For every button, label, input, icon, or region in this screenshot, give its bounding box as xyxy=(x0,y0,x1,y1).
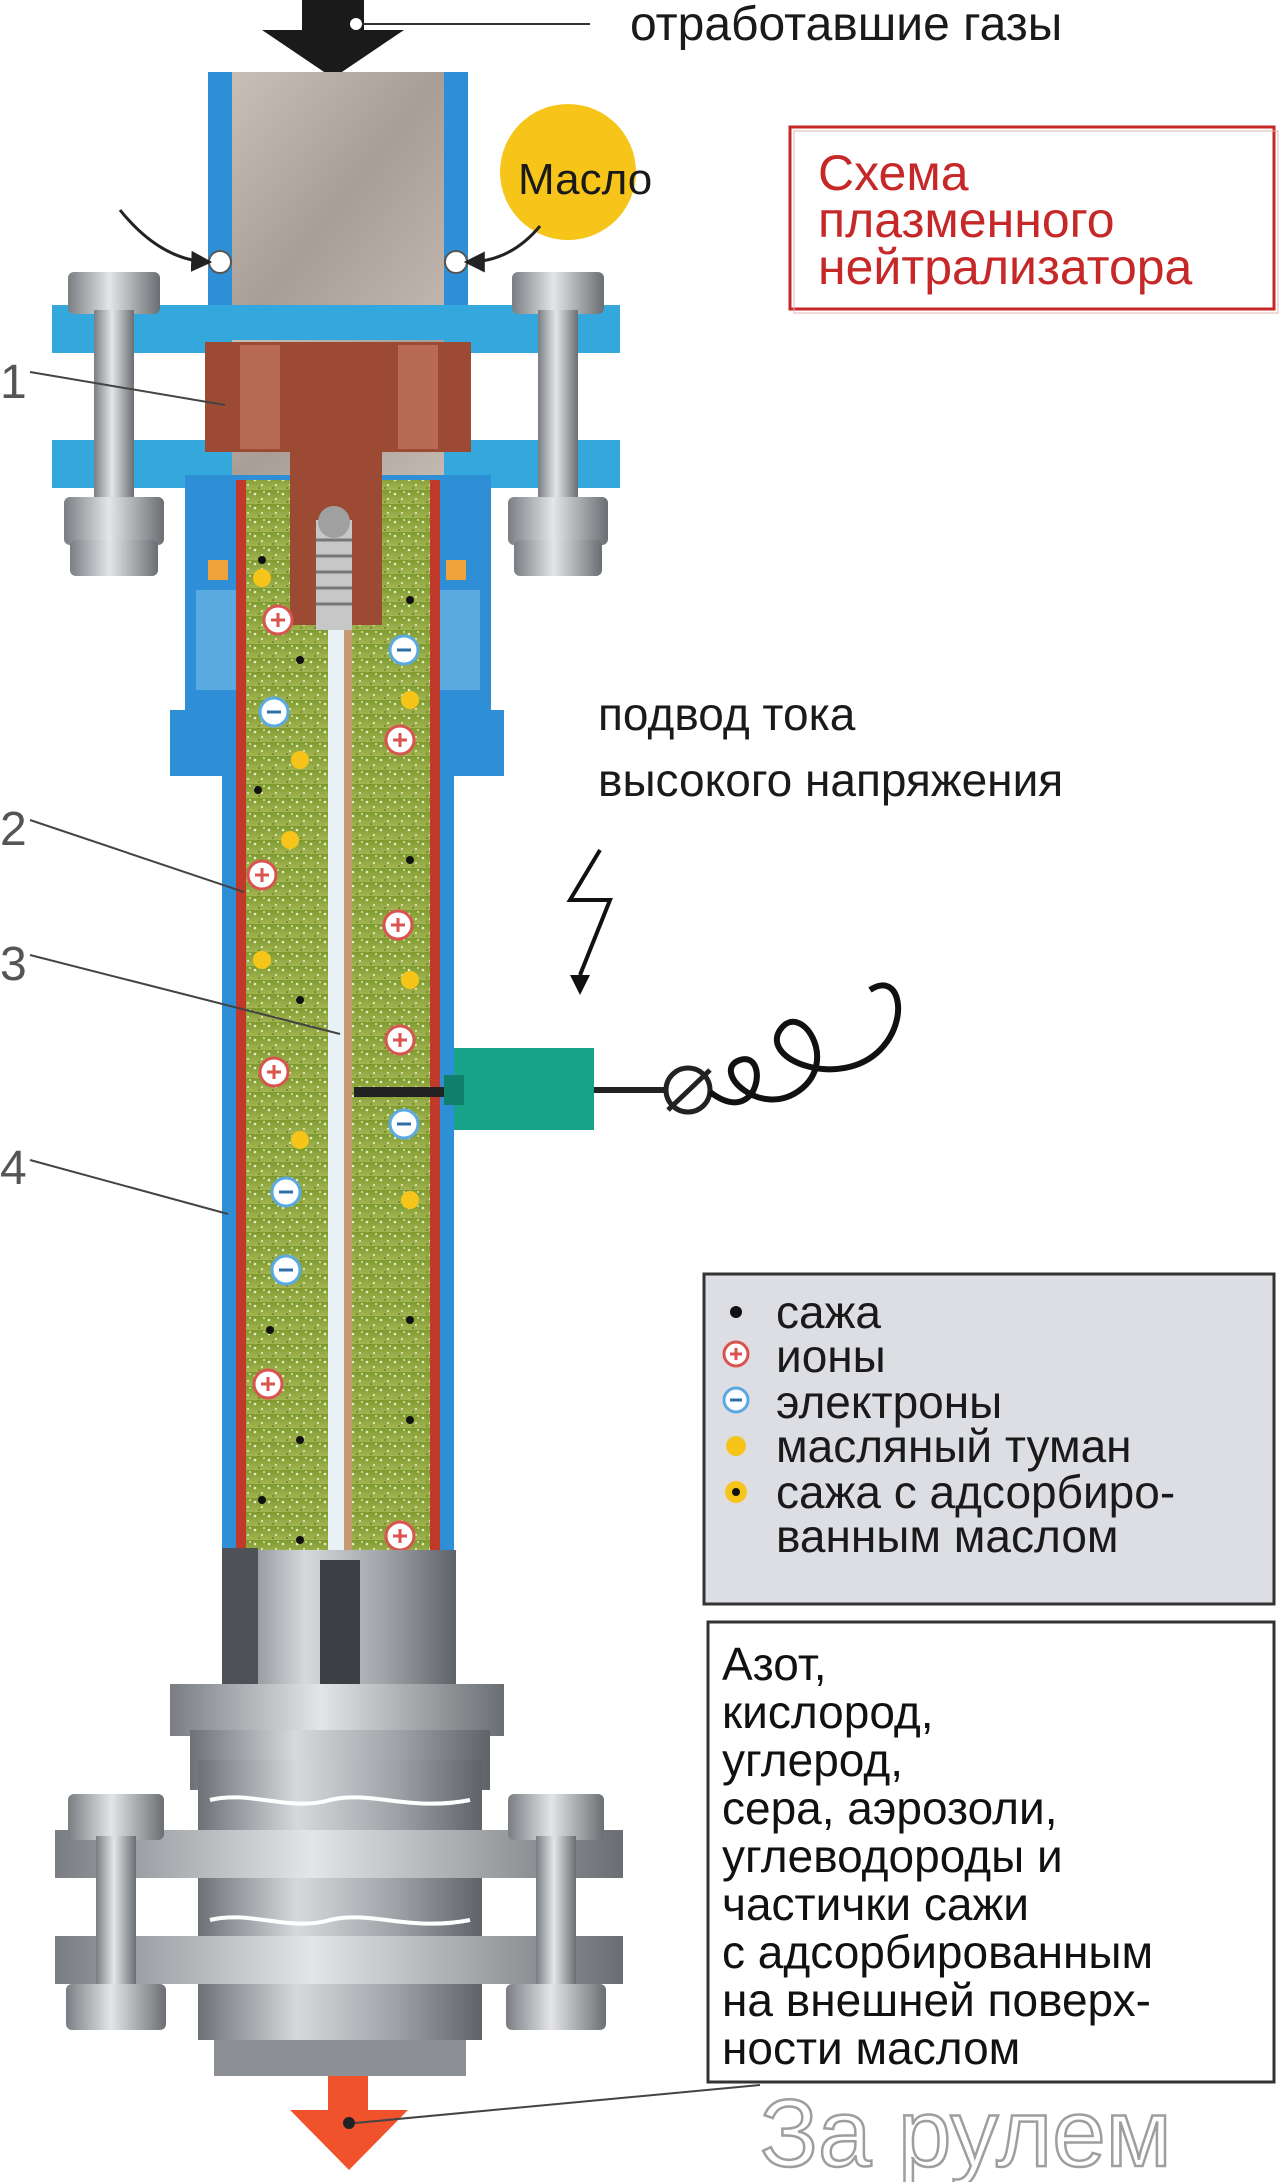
soot-particle xyxy=(296,1436,304,1444)
ion-particle xyxy=(262,604,294,636)
oil-mist-particle xyxy=(401,1191,419,1209)
soot-particle xyxy=(296,656,304,664)
part-number-3: 3 xyxy=(0,938,27,991)
oil-mist-particle xyxy=(253,569,271,587)
hv-connector xyxy=(354,982,902,1130)
lightning-icon xyxy=(566,848,613,995)
reactor-body xyxy=(170,345,504,1610)
soot-particle xyxy=(406,596,414,604)
soot-particle xyxy=(406,1416,414,1424)
oil-mist-particle xyxy=(291,1131,309,1149)
exhaust-gases-label: отработавшие газы xyxy=(630,0,1062,51)
oil-mist-particle xyxy=(291,751,309,769)
electron-particle xyxy=(388,1108,420,1140)
legend-soot-icon xyxy=(730,1306,742,1318)
ion-particle xyxy=(252,1368,284,1400)
exhaust-inlet-arrow-icon xyxy=(262,0,590,78)
legend-oily-soot-icon xyxy=(725,1481,747,1503)
legend-oil-mist-icon xyxy=(726,1436,746,1456)
electron-particle xyxy=(258,696,290,728)
output-line-6: с адсорбированным xyxy=(722,1926,1153,1978)
output-line-0: Азот, xyxy=(722,1638,827,1690)
inlet-pipe xyxy=(118,72,542,340)
legend-box: сажа ионы электроны масляный туман сажа … xyxy=(702,1272,1276,1606)
title-box: Схема плазменного нейтрализатора xyxy=(788,125,1279,314)
oil-mist-particle xyxy=(401,691,419,709)
part-number-4: 4 xyxy=(0,1142,27,1195)
oil-port-right xyxy=(444,250,468,274)
soot-particle xyxy=(296,1536,304,1544)
output-line-2: углерод, xyxy=(722,1734,903,1786)
outlet-assembly xyxy=(55,1548,623,2076)
lower-bolt-left xyxy=(66,1794,166,2030)
legend-label-4: сажа с адсорбиро- xyxy=(776,1466,1175,1518)
ion-particle xyxy=(382,909,414,941)
outlet-arrow-icon xyxy=(290,2076,761,2170)
title-line-3: нейтрализатора xyxy=(818,239,1193,295)
title-line-2: плазменного xyxy=(818,192,1115,248)
legend-label-0: сажа xyxy=(776,1286,881,1338)
electron-particle xyxy=(270,1176,302,1208)
electron-particle xyxy=(388,634,420,666)
output-composition-box: Азот, кислород, углерод, сера, аэрозоли,… xyxy=(706,1620,1276,2084)
output-line-1: кислород, xyxy=(722,1686,934,1738)
oil-port-left xyxy=(208,250,232,274)
output-line-7: на внешней поверх- xyxy=(722,1974,1151,2026)
ion-particle xyxy=(246,859,278,891)
soot-particle xyxy=(258,1496,266,1504)
legend-label-1: ионы xyxy=(776,1330,886,1382)
oil-mist-particle xyxy=(253,951,271,969)
electron-particle xyxy=(270,1254,302,1286)
output-line-8: ности маслом xyxy=(722,2022,1020,2074)
soot-particle xyxy=(254,786,262,794)
ion-particle xyxy=(384,724,416,756)
soot-particle xyxy=(266,1326,274,1334)
legend-label-3: масляный туман xyxy=(776,1420,1132,1472)
legend-label-2: электроны xyxy=(776,1376,1002,1428)
part-number-2: 2 xyxy=(0,803,27,856)
oil-mist-particle xyxy=(281,831,299,849)
oil-bubble xyxy=(500,104,636,240)
oil-label: Масло xyxy=(518,155,652,204)
soot-particle xyxy=(406,856,414,864)
upper-bolt-left xyxy=(64,272,164,576)
title-line-1: Схема xyxy=(818,145,969,201)
part-callouts: 1 2 3 4 xyxy=(0,356,341,1215)
watermark-logo: За рулем xyxy=(760,2080,1172,2182)
hv-supply-label-1: подвод тока xyxy=(598,688,856,740)
output-line-3: сера, аэрозоли, xyxy=(722,1782,1057,1834)
output-line-4: углеводороды и xyxy=(722,1830,1063,1882)
lower-bolt-right xyxy=(506,1794,606,2030)
legend-electron-minus-icon xyxy=(722,1386,750,1414)
part-number-1: 1 xyxy=(0,356,27,409)
soot-particle xyxy=(258,556,266,564)
legend-label-continuation: ванным маслом xyxy=(776,1510,1119,1562)
soot-particle xyxy=(406,1316,414,1324)
particle-layer xyxy=(246,556,420,1552)
ion-particle xyxy=(258,1056,290,1088)
soot-particle xyxy=(296,996,304,1004)
output-line-5: частички сажи xyxy=(722,1878,1029,1930)
ion-particle xyxy=(384,1024,416,1056)
upper-bolt-right xyxy=(508,272,608,576)
ion-particle xyxy=(384,1520,416,1552)
hv-supply-label-2: высокого напряжения xyxy=(598,754,1063,806)
oil-mist-particle xyxy=(401,971,419,989)
legend-ion-plus-icon xyxy=(722,1340,750,1368)
